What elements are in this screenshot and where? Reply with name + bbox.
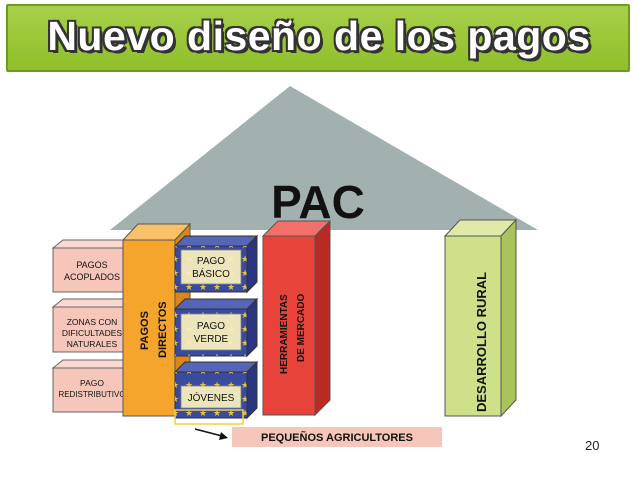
herramientas-column: HERRAMIENTAS DE MERCADO xyxy=(261,219,332,417)
pac-label: PAC xyxy=(271,176,365,228)
pagos-acoplados-label-2: ACOPLADOS xyxy=(64,272,120,282)
redistributivo-label-2: REDISTRIBUTIVO xyxy=(58,390,125,399)
pagos-directos-label-2: DIRECTOS xyxy=(157,301,169,358)
pago-basico-box: PAGO BÁSICO xyxy=(173,234,259,294)
pago-verde-box: PAGO VERDE xyxy=(173,297,259,358)
pagos-acoplados-box: PAGOS ACOPLADOS xyxy=(51,238,135,294)
pac-roof xyxy=(110,86,538,230)
desarrollo-rural-column: DESARROLLO RURAL xyxy=(443,218,518,418)
pago-basico-label-1: PAGO xyxy=(197,256,225,267)
page-number: 20 xyxy=(585,438,600,453)
pequenos-agricultores-bar xyxy=(232,427,442,447)
redistributivo-label-1: PAGO xyxy=(80,378,104,388)
pago-verde-label-2: VERDE xyxy=(194,334,229,345)
zonas-label-2: DIFICULTADES xyxy=(62,328,122,338)
desarrollo-rural-label: DESARROLLO RURAL xyxy=(474,272,489,412)
zonas-label-3: NATURALES xyxy=(67,339,118,349)
pagos-directos-label-1: PAGOS xyxy=(139,311,151,350)
pagos-acoplados-label-1: PAGOS xyxy=(76,260,107,270)
jovenes-label: JÓVENES xyxy=(188,391,235,404)
page-title: Nuevo diseño de los pagos xyxy=(47,13,591,59)
herramientas-label-1: HERRAMIENTAS xyxy=(279,294,290,374)
pago-redistributivo-box: PAGO REDISTRIBUTIVO xyxy=(51,358,135,414)
title-banner xyxy=(6,4,630,72)
pequenos-agricultores-label: PEQUEÑOS AGRICULTORES xyxy=(261,431,413,444)
zonas-dificultades-box: ZONAS CON DIFICULTADES NATURALES xyxy=(51,297,135,354)
pequenos-highlight xyxy=(174,409,244,425)
herramientas-label-2: DE MERCADO xyxy=(296,293,307,362)
pago-basico-label-2: BÁSICO xyxy=(192,267,230,280)
pago-verde-label-1: PAGO xyxy=(197,321,225,332)
arrow-head-icon xyxy=(219,432,228,440)
zonas-label-1: ZONAS CON xyxy=(67,317,118,327)
pointer-arrow-line xyxy=(194,428,223,437)
